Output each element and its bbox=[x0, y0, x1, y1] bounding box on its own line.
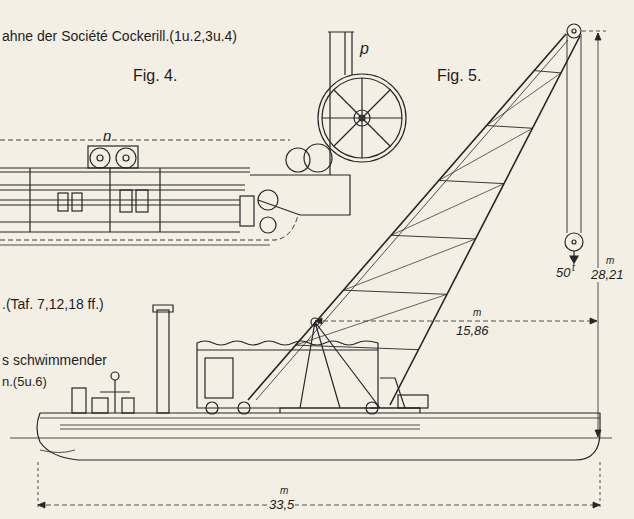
heading: ahne der Société Cockerill.(1u.2,3u.4) bbox=[2, 29, 237, 44]
load-value: 50 bbox=[556, 266, 570, 280]
heading-fragment: n.(5u.6) bbox=[2, 375, 47, 389]
part-letter: p bbox=[360, 40, 369, 58]
fig5-crane bbox=[10, 24, 612, 460]
unit-mark: m bbox=[606, 255, 614, 266]
figure-label: Fig. 4. bbox=[133, 67, 177, 85]
dimension-value: 15,86 bbox=[456, 324, 489, 338]
dimension-value: 33,5 bbox=[268, 498, 295, 512]
unit-mark: m bbox=[473, 307, 481, 318]
dimension-value: 28,21 bbox=[590, 268, 625, 282]
unit-mark: m bbox=[280, 485, 288, 496]
figure-label: Fig. 5. bbox=[437, 67, 481, 85]
dimension-lines bbox=[38, 31, 606, 510]
heading-fragment: .(Taf. 7,12,18 ff.) bbox=[2, 297, 104, 312]
part-letter: n bbox=[103, 128, 111, 145]
unit-mark: t bbox=[572, 262, 575, 273]
fig4-machinery bbox=[0, 32, 406, 245]
heading-fragment: s schwimmender bbox=[2, 353, 107, 368]
